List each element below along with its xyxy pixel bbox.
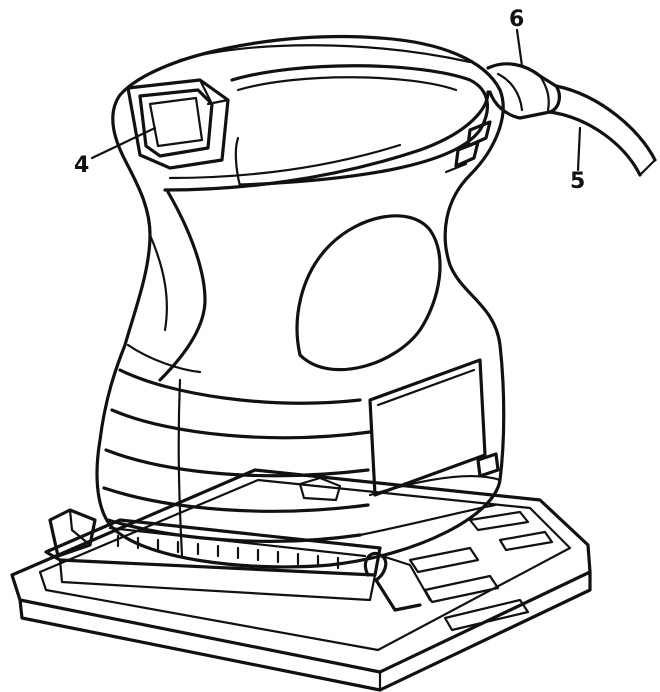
leader-line-5 [576, 126, 582, 172]
power-switch [126, 78, 230, 170]
base-plate [10, 468, 592, 692]
clamp-lever [363, 551, 432, 612]
base-slots [408, 510, 554, 632]
cord-guard [486, 62, 561, 120]
power-cord [548, 84, 657, 177]
leader-line-6 [515, 28, 524, 68]
sander-body [95, 34, 506, 569]
callout-6: 6 [509, 7, 524, 32]
body-bands [102, 343, 372, 543]
leader-line-4 [90, 126, 157, 160]
callout-4: 4 [74, 153, 89, 178]
callout-leaders [90, 28, 582, 172]
callout-5: 5 [570, 169, 585, 194]
